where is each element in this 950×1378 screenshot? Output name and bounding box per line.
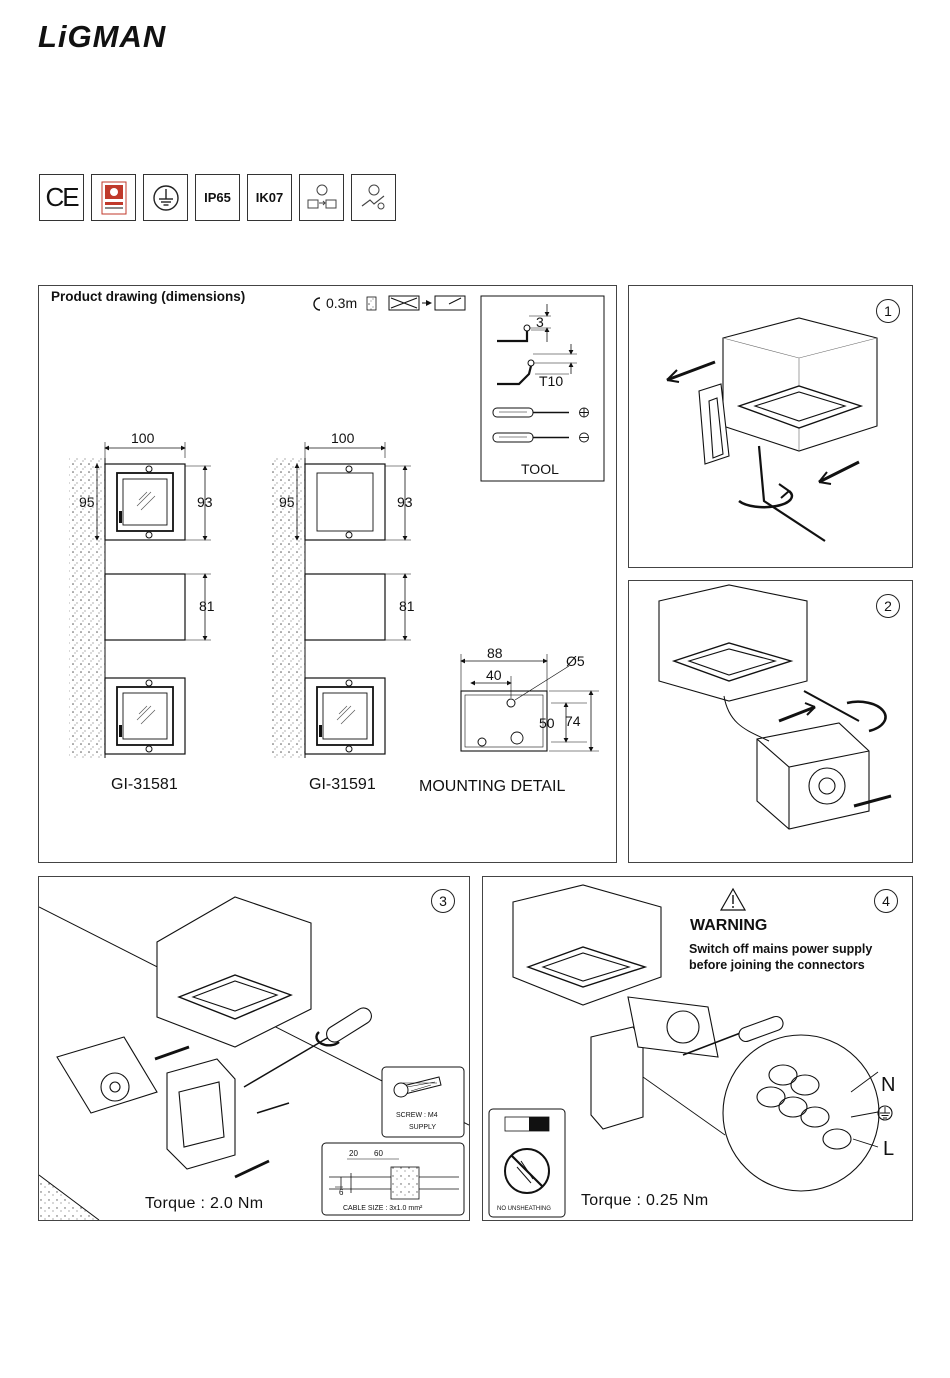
model-a-depth-label: 81	[199, 598, 215, 614]
terminal-n-label: N	[881, 1074, 895, 1096]
ce-mark-icon: CE	[39, 174, 84, 221]
no-unsheathing-label: NO UNSHEATHING	[497, 1206, 551, 1212]
ik07-text: IK07	[255, 190, 284, 205]
tool-size-3: 3	[536, 314, 544, 330]
mount-h1-label: 50	[539, 715, 555, 731]
model-b-drawing	[271, 442, 411, 758]
replaceable-driver-icon	[299, 174, 344, 221]
cable-dim-60: 60	[374, 1149, 383, 1158]
screw-label: SCREW : M4	[396, 1112, 438, 1119]
supply-label: SUPPLY	[409, 1124, 436, 1131]
mounting-detail-label: MOUNTING DETAIL	[419, 778, 565, 795]
step-2-panel: 2	[628, 580, 913, 863]
class-i-earth-icon	[143, 174, 188, 221]
product-drawing-title: Product drawing (dimensions)	[51, 289, 246, 304]
brand-logo: LiGMAN	[38, 18, 228, 54]
step-4-illustration: NO UNSHEATHING N L	[488, 884, 895, 1218]
step-4-number: 4	[874, 889, 898, 913]
tool-box	[480, 295, 605, 482]
warning-title: WARNING	[690, 917, 768, 934]
model-b-name: GI-31591	[309, 776, 376, 793]
step-3-illustration: SCREW : M4 SUPPLY 20 60 6 CABLE SIZE : 3…	[39, 896, 469, 1220]
cable-dim-20: 20	[349, 1149, 358, 1158]
no-unsheathing-box	[488, 1108, 566, 1218]
terminal-l-label: L	[883, 1138, 894, 1160]
model-a-height-left-label: 95	[79, 494, 95, 510]
screw-supply-box	[381, 1066, 465, 1138]
mount-width-label: 88	[487, 645, 503, 661]
mount-h2-label: 74	[565, 713, 581, 729]
replaceable-light-source-icon	[351, 174, 396, 221]
model-b-width-label: 100	[331, 430, 355, 446]
ip65-badge: IP65	[195, 174, 240, 221]
ik07-badge: IK07	[247, 174, 292, 221]
tool-label: TOOL	[521, 461, 559, 477]
cable-size-label: CABLE SIZE : 3x1.0 mm²	[343, 1205, 423, 1212]
step-1-number: 1	[876, 299, 900, 323]
tool-size-t10: T10	[539, 373, 563, 389]
model-a-height-right-label: 93	[197, 494, 213, 510]
model-a-width-label: 100	[131, 430, 155, 446]
step-1-illustration	[666, 317, 878, 542]
warning-line-1: Switch off mains power supply	[689, 942, 873, 956]
min-distance-label: 0.3m	[326, 295, 357, 311]
step-2-number: 2	[876, 594, 900, 618]
step-3-panel: SCREW : M4 SUPPLY 20 60 6 CABLE SIZE : 3…	[38, 876, 470, 1221]
warning-line-2: before joining the connectors	[689, 958, 865, 972]
step-1-panel: 1	[628, 285, 913, 568]
step-3-torque: Torque : 2.0 Nm	[145, 1195, 264, 1212]
cable-dim-6: 6	[339, 1188, 344, 1197]
min-distance-icon	[313, 296, 377, 311]
step-4-panel: NO UNSHEATHING N L 4 WARNING Switch off …	[482, 876, 913, 1221]
ip65-text: IP65	[204, 190, 231, 205]
mount-hole-label: 40	[486, 667, 502, 683]
model-b-depth-label: 81	[399, 598, 415, 614]
model-b-height-left-label: 95	[279, 494, 295, 510]
model-b-height-right-label: 93	[397, 494, 413, 510]
step-4-torque: Torque : 0.25 Nm	[581, 1192, 709, 1209]
step-3-number: 3	[431, 889, 455, 913]
mounting-detail-drawing	[460, 654, 599, 752]
product-drawing-svg: 0.3m	[69, 295, 605, 795]
brand-logo-text: LiGMAN	[38, 19, 166, 54]
cable-size-box	[321, 1142, 465, 1216]
ce-mark-text: CE	[45, 182, 79, 212]
quality-seal-icon	[91, 174, 136, 221]
model-a-drawing	[69, 442, 211, 758]
product-drawing-panel: Product drawing (dimensions) 0.3m	[38, 285, 617, 863]
model-a-name: GI-31581	[111, 776, 178, 793]
step-2-illustration	[658, 584, 892, 830]
mount-diameter-label: Ø5	[566, 653, 585, 669]
not-coverable-icon	[388, 295, 466, 311]
